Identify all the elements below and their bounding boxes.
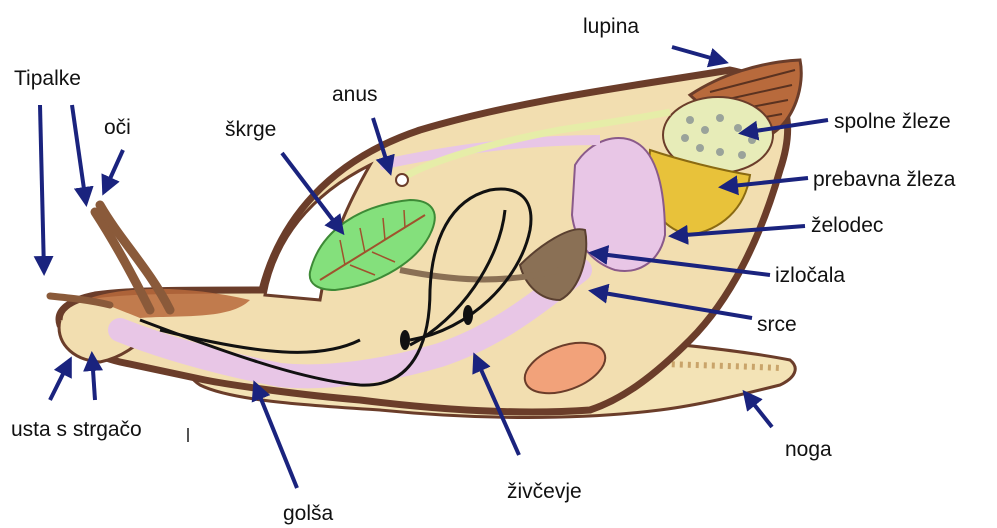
label-prebavna-zleza: prebavna žleza — [813, 169, 955, 190]
label-noga: noga — [785, 439, 832, 460]
label-anus: anus — [332, 84, 378, 105]
label-oci: oči — [104, 117, 131, 138]
label-srce: srce — [757, 314, 797, 335]
label-zelodec: želodec — [811, 215, 883, 236]
label-zivcevje: živčevje — [507, 481, 582, 502]
label-skrge: škrge — [225, 119, 276, 140]
label-izlocala: izločala — [775, 265, 845, 286]
label-lupina: lupina — [583, 16, 639, 37]
label-usta: usta s strgačo — [11, 419, 142, 440]
label-golsa: golša — [283, 503, 333, 524]
label-spolne-zleze: spolne žleze — [834, 111, 951, 132]
label-tipalke: Tipalke — [14, 68, 81, 89]
